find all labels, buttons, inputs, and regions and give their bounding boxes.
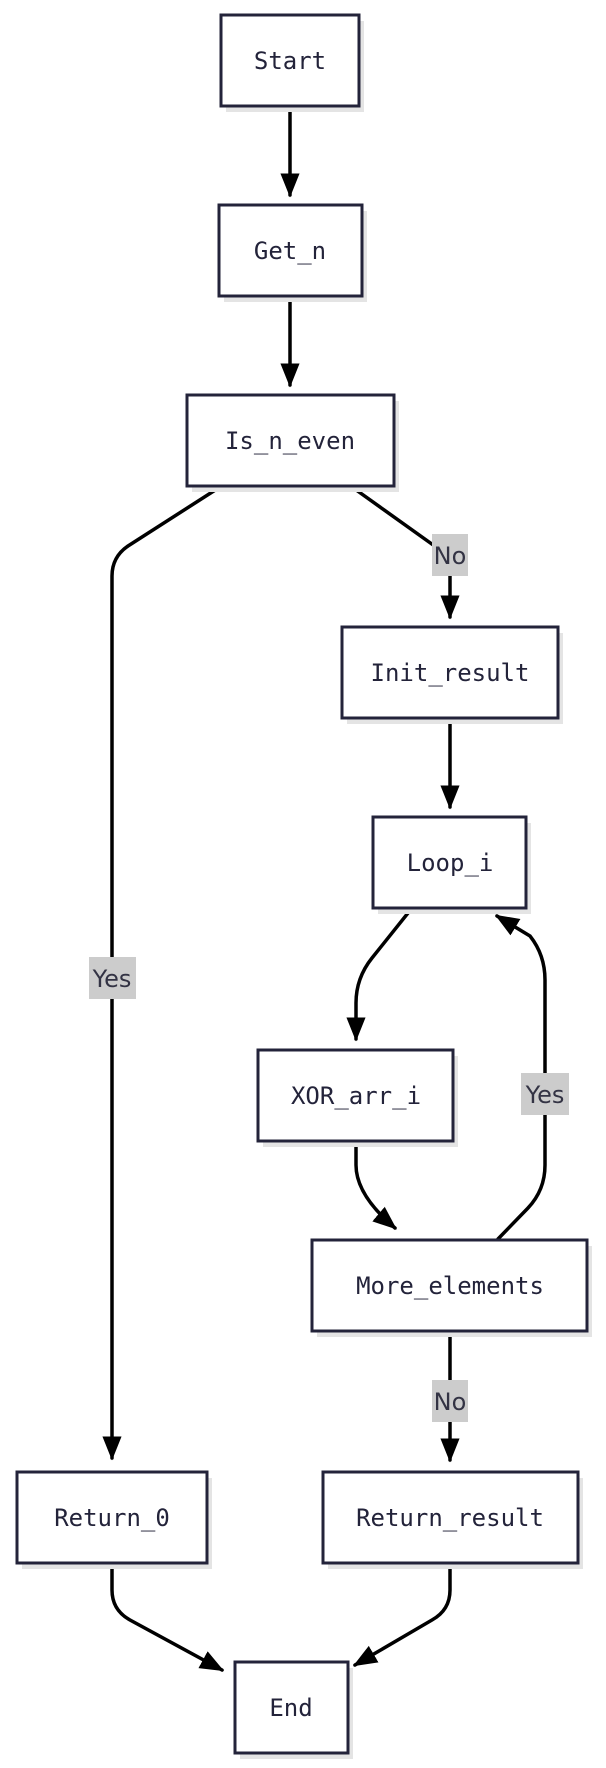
node-return-result: Return_result	[321, 1470, 583, 1569]
edge-label-text: Yes	[92, 965, 132, 993]
node-get-n: Get_n	[217, 203, 367, 302]
edge-label-more-yes: Yes	[521, 1073, 569, 1115]
node-label: XOR_arr_i	[291, 1082, 421, 1110]
node-loop-i: Loop_i	[371, 815, 531, 914]
edge-label-text: No	[434, 1388, 467, 1416]
node-is-n-even: Is_n_even	[185, 393, 399, 492]
node-more-elements: More_elements	[310, 1238, 592, 1337]
node-label: Is_n_even	[225, 427, 355, 455]
edge-label-even-no: No	[432, 534, 468, 576]
edge-label-text: Yes	[525, 1081, 565, 1109]
edge-loop-i-to-xor-arr-i	[346, 906, 414, 1042]
node-init-result: Init_result	[340, 625, 563, 724]
node-label: Start	[254, 47, 326, 75]
edge-label-text: No	[434, 542, 467, 570]
node-start: Start	[219, 13, 364, 112]
edge-xor-arr-i-to-more-elements	[354, 1138, 397, 1230]
node-label: More_elements	[356, 1272, 544, 1300]
edge-return-result-to-end	[352, 1560, 452, 1667]
node-end: End	[233, 1660, 353, 1759]
node-label: End	[269, 1694, 312, 1722]
edge-label-even-yes: Yes	[89, 957, 136, 999]
node-label: Return_0	[54, 1504, 170, 1532]
edge-label-more-no: No	[432, 1380, 468, 1422]
node-return-0: Return_0	[15, 1470, 212, 1569]
edge-more-elements-to-loop-i	[494, 914, 547, 1241]
node-xor-arr-i: XOR_arr_i	[256, 1048, 458, 1147]
node-label: Init_result	[371, 659, 530, 687]
node-label: Get_n	[254, 237, 326, 265]
edge-return-0-to-end	[110, 1560, 225, 1672]
node-label: Return_result	[356, 1504, 544, 1532]
node-label: Loop_i	[407, 849, 494, 877]
edge-is-n-even-to-return-0	[102, 485, 222, 1461]
